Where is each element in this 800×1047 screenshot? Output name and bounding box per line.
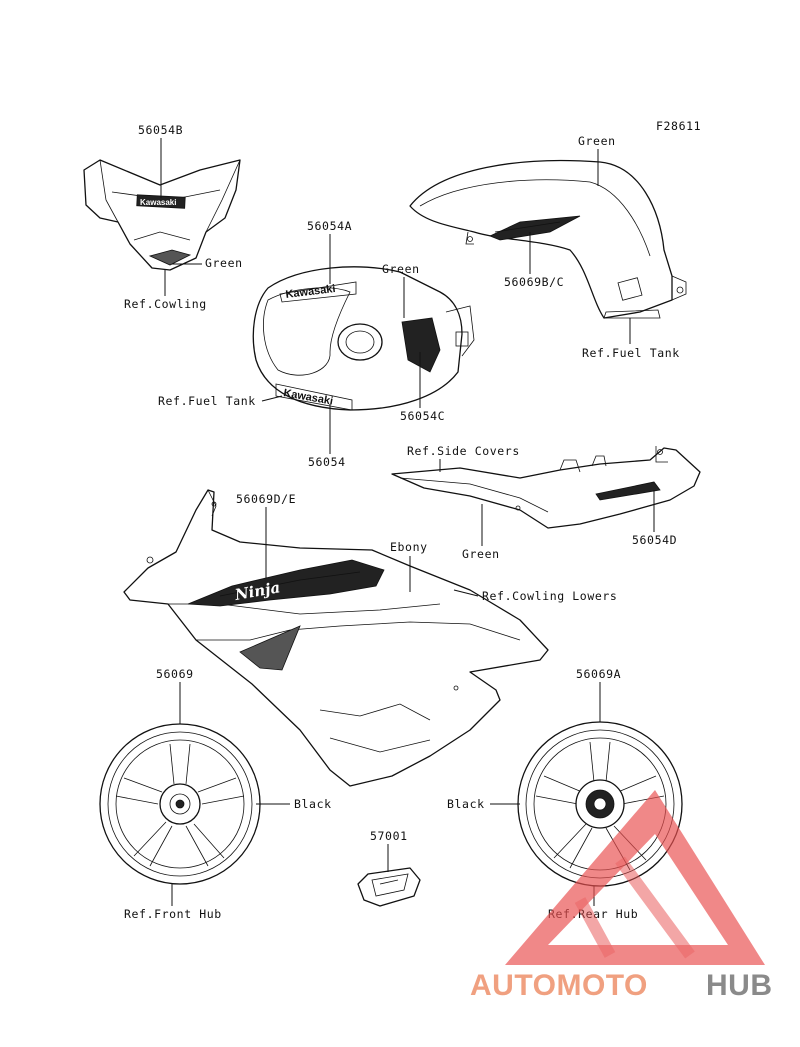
label-56069: 56069 <box>156 667 194 681</box>
label-side-covers-green: Green <box>462 547 500 561</box>
label-56054a: 56054A <box>307 219 352 233</box>
label-56069bc: 56069B/C <box>504 275 564 289</box>
side-covers <box>391 446 701 529</box>
watermark-triangle-icon <box>505 790 765 965</box>
watermark-logo <box>505 790 765 965</box>
label-56054b: 56054B <box>138 123 183 137</box>
label-ebony: Ebony <box>390 540 428 554</box>
label-56069de: 56069D/E <box>236 492 296 506</box>
label-ref-cowling-lowers: Ref.Cowling Lowers <box>482 589 617 603</box>
label-tank-green: Green <box>382 262 420 276</box>
label-ref-front-hub: Ref.Front Hub <box>124 907 222 921</box>
label-cowl-green: Green <box>205 256 243 270</box>
fuel-tank: Kawasaki Kawasaki <box>252 266 475 411</box>
label-56054d: 56054D <box>632 533 677 547</box>
label-56054: 56054 <box>308 455 346 469</box>
watermark-text-part2: HUB <box>706 969 773 1002</box>
label-ref-side-covers: Ref.Side Covers <box>407 444 520 458</box>
upper-cowl: Kawasaki <box>83 159 241 271</box>
label-cover-ref-fuel-tank: Ref.Fuel Tank <box>582 346 680 360</box>
leader-ref-fuel-tank <box>261 395 283 402</box>
clip-part <box>357 867 421 907</box>
figure-id: F28611 <box>656 119 701 133</box>
label-ref-cowling: Ref.Cowling <box>124 297 207 311</box>
cowl-decal-text: Kawasaki <box>140 198 176 207</box>
leader-ref-cowling-lowers <box>453 589 479 597</box>
label-56054c: 56054C <box>400 409 445 423</box>
label-57001: 57001 <box>370 829 408 843</box>
watermark-text-part1: AUTOMOTO <box>470 969 648 1002</box>
cowling-lower: Ninja <box>123 489 549 787</box>
label-cover-green: Green <box>578 134 616 148</box>
tank-cover <box>409 159 687 319</box>
label-56069a: 56069A <box>576 667 621 681</box>
label-ref-fuel-tank: Ref.Fuel Tank <box>158 394 256 408</box>
front-wheel <box>99 723 261 885</box>
label-rear-black: Black <box>447 797 485 811</box>
label-front-black: Black <box>294 797 332 811</box>
